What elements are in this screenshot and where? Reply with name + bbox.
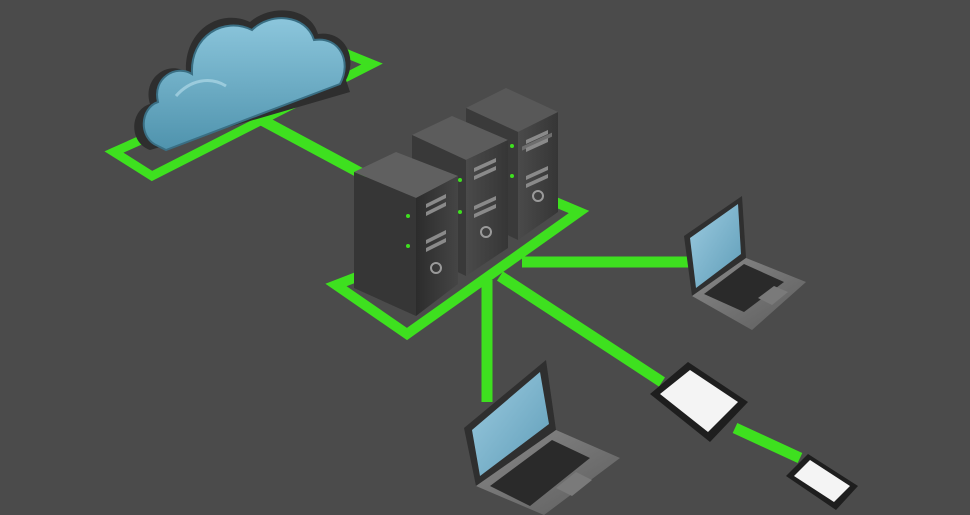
server-status-lights bbox=[406, 144, 514, 248]
laptop-right bbox=[684, 196, 806, 330]
server-vents bbox=[426, 130, 548, 252]
laptop-right-screen bbox=[690, 204, 741, 288]
link-server-tablet bbox=[496, 271, 666, 387]
laptop-bottom-screen bbox=[472, 372, 549, 476]
smartphone-screen bbox=[794, 460, 850, 502]
link-cloud-server bbox=[255, 113, 369, 181]
smartphone-icon bbox=[786, 454, 858, 510]
laptop-right-touchpad bbox=[758, 286, 788, 305]
laptop-right-keyboard bbox=[704, 264, 784, 312]
cloud-icon bbox=[134, 10, 351, 152]
tablet-icon bbox=[650, 362, 748, 442]
laptop-bottom bbox=[464, 360, 620, 515]
server-icon bbox=[354, 88, 558, 316]
tablet-screen bbox=[660, 370, 738, 432]
laptop-bottom-keyboard bbox=[490, 440, 590, 506]
power-button-icons bbox=[430, 190, 544, 274]
laptop-bottom-touchpad bbox=[556, 472, 592, 496]
link-tablet-phone bbox=[732, 423, 803, 463]
